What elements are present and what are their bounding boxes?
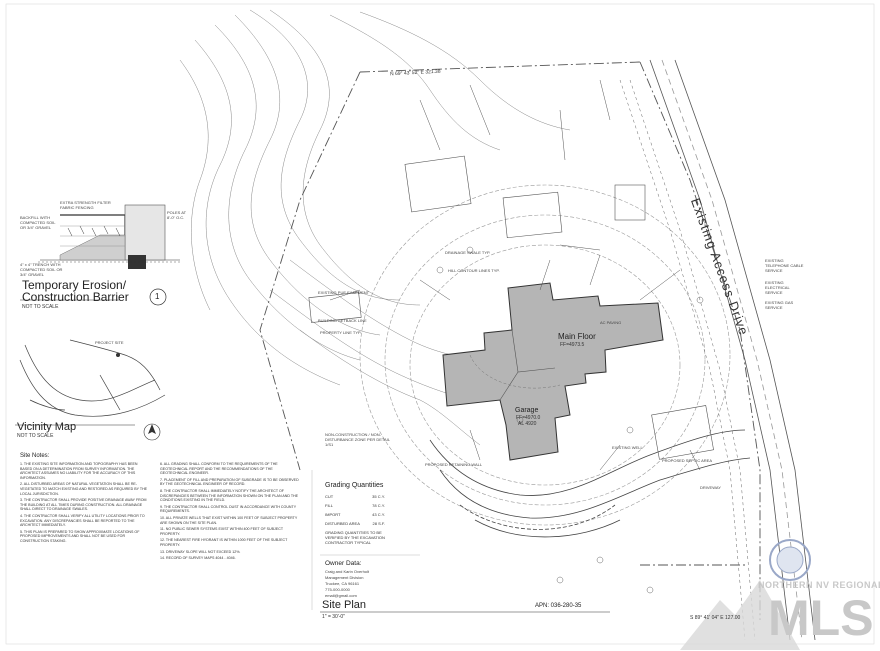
utility-lines	[619, 79, 756, 641]
site-note: 12. THE NEAREST FIRE HYDRANT IS WITHIN 1…	[160, 538, 288, 547]
annotation-telephone: EXISTING TELEPHONE CABLE SERVICE	[765, 258, 804, 273]
annotation-well: EXISTING WELL	[612, 445, 643, 450]
vicinity-scale: NOT TO SCALE	[17, 433, 54, 439]
site-note: 5. THIS PLAN IS PREPARED TO SHOW APPROXI…	[20, 529, 140, 543]
site-note: 13. DRIVEWAY SLOPE WILL NOT EXCEED 12%.	[160, 549, 241, 554]
site-note: 10. ALL PRIVATE WELLS THAT EXIST WITHIN …	[160, 515, 298, 525]
apn-label: APN: 036-280-35	[535, 603, 582, 609]
garage-elevation-2: AL 4920	[518, 421, 537, 427]
site-note: 11. NO PUBLIC SEWER SYSTEMS EXIST WITHIN…	[160, 527, 283, 536]
mls-watermark-line1: NORTHERN NV REGIONAL	[758, 580, 880, 590]
driveway-curves	[429, 429, 751, 538]
annotation-non-construction: NON-CONSTRUCTION / NON-DISTURBANCE ZONE …	[325, 432, 390, 447]
site-note: 2. ALL DISTURBED AREAS OF NATURAL VEGETA…	[20, 482, 148, 496]
vicinity-map-drawing	[19, 339, 166, 417]
property-lines	[259, 61, 761, 620]
sheet-border	[5, 3, 875, 645]
north-arrow-icon	[143, 423, 161, 441]
owner-line3: Truckee, CA 96161	[325, 581, 360, 586]
owner-line1: Craig and Karin Overholt	[325, 569, 370, 574]
site-plan-title: Site Plan	[322, 599, 367, 611]
mls-watermark-line2: MLS	[768, 590, 874, 646]
erosion-title-line2: Construction Barrier	[22, 290, 129, 304]
annotation-paving: AC PAVING	[600, 320, 622, 325]
project-site-marker	[116, 353, 120, 357]
owner-line5: email@gmail.com	[325, 593, 357, 598]
site-note: 4. THE CONTRACTOR SHALL VERIFY ALL UTILI…	[20, 513, 145, 528]
annotation-driveway: DRIVEWAY	[700, 485, 721, 490]
site-note: 1. THE EXISTING SITE INFORMATION AND TOP…	[20, 462, 138, 480]
project-site-label: PROJECT SITE	[95, 340, 124, 345]
erosion-label-backfill: BACKFILL WITH COMPACTED SOIL OR 3/4" GRA…	[20, 215, 56, 230]
property-bearing-2: S 89° 41' 04" E 127.00	[690, 615, 741, 621]
mls-logo-icon	[680, 539, 811, 650]
site-note: 14. RECORD OF SURVEY MAPS 4044 - 4046.	[160, 556, 236, 561]
annotation-retaining: PROPOSED RETAINING WALL	[425, 462, 483, 467]
erosion-label-trench: 4" x 4" TRENCH WITH COMPACTED SOIL OR 3/…	[20, 262, 63, 277]
detail-number-circle	[149, 288, 167, 306]
site-notes-title: Site Notes:	[20, 453, 50, 459]
detail-number: 1	[155, 292, 160, 301]
owner-line2: Management Division	[325, 575, 364, 580]
annotation-swale: DRAINAGE SWALE TYP.	[445, 250, 491, 255]
grading-note: GRADING QUANTITIES TO BE VERIFIED BY THE…	[325, 530, 385, 545]
annotation-septic: PROPOSED SEPTIC AREA	[662, 458, 713, 463]
main-floor-elevation: FF=4973.5	[560, 342, 585, 348]
tree-symbols	[436, 246, 704, 594]
site-plan-scale: 1" = 30'-0"	[322, 614, 345, 620]
grading-title: Grading Quantities	[325, 482, 384, 489]
site-note: 6. ALL GRADING SHALL CONFORM TO THE REQU…	[160, 462, 278, 476]
erosion-detail-drawing	[38, 204, 180, 269]
erosion-title-line1: Temporary Erosion/	[22, 278, 127, 292]
leader-lines	[329, 79, 701, 471]
access-drive	[649, 59, 816, 641]
site-notes-right: 6. ALL GRADING SHALL CONFORM TO THE REQU…	[160, 462, 300, 563]
site-note: 3. THE CONTRACTOR SHALL PROVIDE POSITIVE…	[20, 498, 147, 512]
site-contour-rings	[359, 184, 731, 526]
garage-elevation: FF=4970.0	[516, 415, 541, 421]
garage-label: Garage	[515, 407, 539, 414]
annotation-contour: HILL CONTOUR LINES TYP.	[448, 268, 500, 273]
erosion-detail-scale: NOT TO SCALE	[22, 304, 59, 310]
owner-title: Owner Data:	[325, 560, 362, 567]
annotation-setback: BUILDING SETBACK LINE	[318, 318, 367, 323]
vicinity-map-title: Vicinity Map	[17, 421, 77, 433]
septic-areas	[308, 155, 714, 460]
building-footprint	[442, 282, 664, 461]
annotation-property-line: PROPERTY LINE TYP.	[320, 330, 362, 335]
annotation-electrical: EXISTING ELECTRICAL SERVICE	[765, 280, 790, 295]
site-note: 7. PLACEMENT OF FILL AND PREPARATION OF …	[160, 477, 299, 487]
main-floor-label: Main Floor	[558, 332, 596, 341]
erosion-label-poles: POLES AT 8'-0" O.C.	[167, 210, 186, 220]
site-note: 9. THE CONTRACTOR SHALL CONTROL DUST IN …	[160, 504, 297, 514]
annotation-gas: EXISTING GAS SERVICE	[765, 300, 794, 310]
erosion-label-fabric: EXTRA STRENGTH FILTER FABRIC FENCING	[60, 200, 111, 210]
site-note: 8. THE CONTRACTOR SHALL IMMEDIATELY NOTI…	[160, 488, 299, 503]
owner-line4: 775-000-0000	[325, 587, 350, 592]
site-notes-left: 1. THE EXISTING SITE INFORMATION AND TOP…	[20, 462, 150, 546]
annotation-pue: EXISTING PUE EASEMENT	[318, 290, 370, 295]
